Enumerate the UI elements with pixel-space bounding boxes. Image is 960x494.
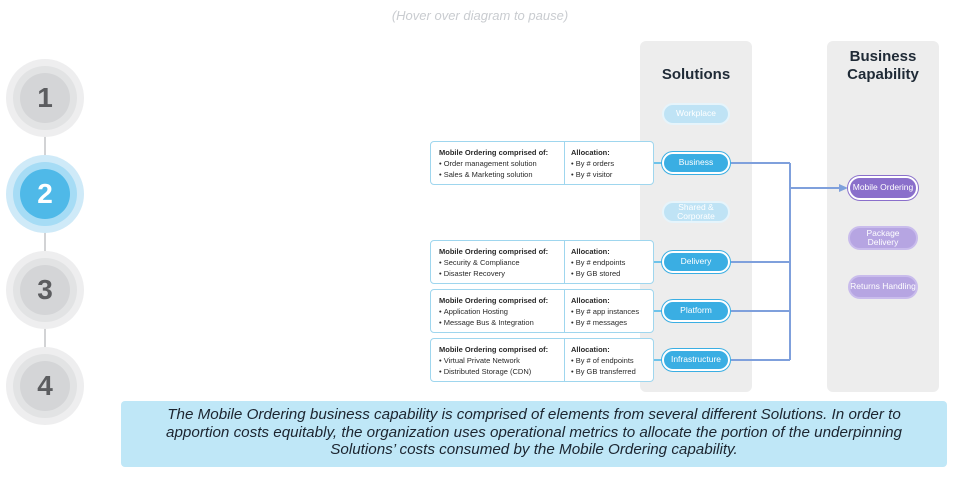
solution-platform[interactable]: Platform — [662, 300, 730, 322]
allocation-item: By # app instances — [571, 307, 653, 318]
capability-mobile-ordering[interactable]: Mobile Ordering — [848, 176, 918, 200]
allocation-item: By # messages — [571, 318, 653, 329]
allocation-item: By # endpoints — [571, 258, 653, 269]
business-capability-title: Business Capability — [847, 48, 919, 83]
allocation-heading: Allocation: — [571, 296, 610, 305]
comprised-item: Sales & Marketing solution — [439, 170, 564, 181]
allocation-item: By # of endpoints — [571, 356, 653, 367]
comprised-item: Application Hosting — [439, 307, 564, 318]
solution-infrastructure[interactable]: Infrastructure — [662, 349, 730, 371]
solution-delivery[interactable]: Delivery — [662, 251, 730, 273]
allocation-item: By # orders — [571, 159, 653, 170]
comprised-heading: Mobile Ordering comprised of: — [439, 345, 549, 354]
solution-business[interactable]: Business — [662, 152, 730, 174]
info-box-delivery: Mobile Ordering comprised of: Security &… — [430, 240, 654, 284]
comprised-item: Message Bus & Integration — [439, 318, 564, 329]
step-1-label: 1 — [20, 73, 70, 123]
step-2-button[interactable]: 2 — [6, 155, 84, 233]
allocation-heading: Allocation: — [571, 247, 610, 256]
step-3-label: 3 — [20, 265, 70, 315]
allocation-item: By GB stored — [571, 269, 653, 280]
info-box-business: Mobile Ordering comprised of: Order mana… — [430, 141, 654, 185]
solutions-title: Solutions — [661, 66, 731, 83]
comprised-heading: Mobile Ordering comprised of: — [439, 247, 549, 256]
caption-text: The Mobile Ordering business capability … — [121, 401, 947, 467]
comprised-item: Virtual Private Network — [439, 356, 564, 367]
comprised-heading: Mobile Ordering comprised of: — [439, 148, 549, 157]
step-4-label: 4 — [20, 361, 70, 411]
comprised-item: Distributed Storage (CDN) — [439, 367, 564, 378]
allocation-item: By GB transferred — [571, 367, 653, 378]
allocation-heading: Allocation: — [571, 148, 610, 157]
solution-shared-corporate[interactable]: Shared & Corporate — [662, 201, 730, 223]
step-2-label: 2 — [20, 169, 70, 219]
allocation-item: By # visitor — [571, 170, 653, 181]
step-3-button[interactable]: 3 — [6, 251, 84, 329]
comprised-item: Order management solution — [439, 159, 564, 170]
hover-hint: (Hover over diagram to pause) — [391, 8, 569, 23]
info-box-platform: Mobile Ordering comprised of: Applicatio… — [430, 289, 654, 333]
comprised-item: Disaster Recovery — [439, 269, 564, 280]
allocation-heading: Allocation: — [571, 345, 610, 354]
comprised-heading: Mobile Ordering comprised of: — [439, 296, 549, 305]
solution-workplace[interactable]: Workplace — [662, 103, 730, 125]
capability-returns-handling[interactable]: Returns Handling — [848, 275, 918, 299]
step-4-button[interactable]: 4 — [6, 347, 84, 425]
comprised-item: Security & Compliance — [439, 258, 564, 269]
info-box-infrastructure: Mobile Ordering comprised of: Virtual Pr… — [430, 338, 654, 382]
steps-connector-line — [44, 98, 46, 386]
capability-package-delivery[interactable]: Package Delivery — [848, 226, 918, 250]
step-1-button[interactable]: 1 — [6, 59, 84, 137]
business-capability-column — [827, 41, 939, 392]
